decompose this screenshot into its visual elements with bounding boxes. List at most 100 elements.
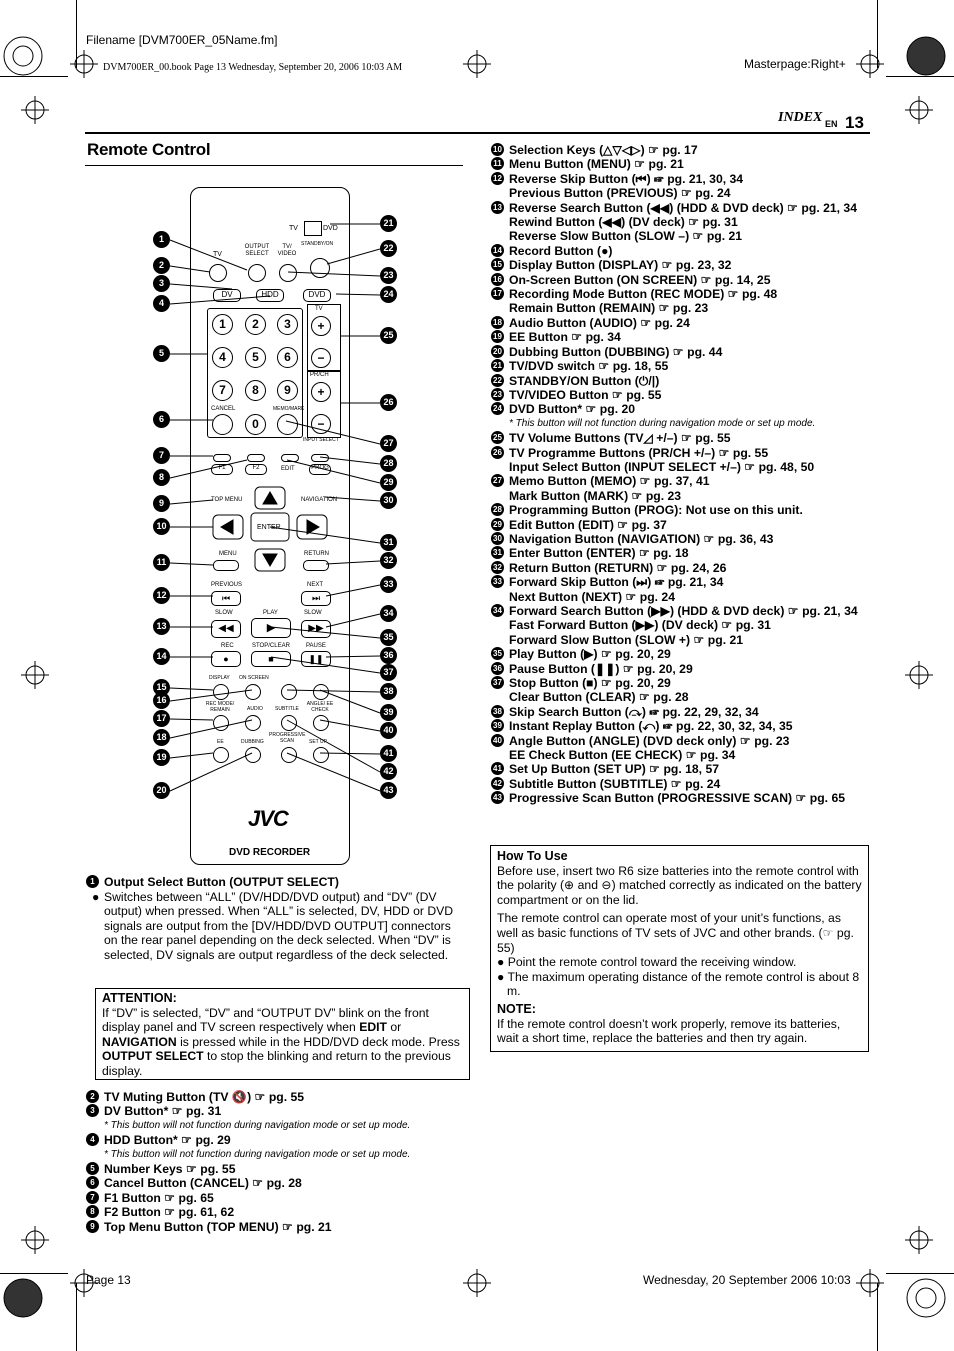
key-1: 1 bbox=[212, 314, 233, 335]
callout-6: 6 bbox=[153, 411, 170, 428]
item-number: 28 bbox=[491, 503, 504, 517]
item-text: EE Button ☞ pg. 34 bbox=[509, 330, 621, 345]
callout-7: 7 bbox=[153, 447, 170, 464]
top-menu-label: TOP MENU bbox=[211, 497, 243, 503]
item-text: HDD Button* ☞ pg. 29 bbox=[104, 1133, 231, 1148]
item-1-number: 1 bbox=[86, 875, 99, 888]
tv-dvd-switch bbox=[304, 221, 322, 236]
instant-replay-button bbox=[313, 684, 329, 700]
angle-label: ANGLE/ EE CHECK bbox=[306, 701, 334, 713]
attention-heading: ATTENTION: bbox=[102, 991, 177, 1005]
item-number: 25 bbox=[491, 431, 504, 445]
callout-28: 28 bbox=[380, 455, 397, 472]
on-screen-button bbox=[245, 684, 261, 700]
progressive-button bbox=[281, 747, 297, 763]
red-button bbox=[213, 454, 231, 462]
callout-40: 40 bbox=[380, 722, 397, 739]
list-item-continuation: Forward Slow Button (SLOW +) ☞ pg. 21 bbox=[509, 632, 744, 647]
audio-button bbox=[245, 715, 261, 731]
item-text: TV Volume Buttons (TV◿ +/–) ☞ pg. 55 bbox=[509, 431, 731, 446]
next-label: NEXT bbox=[307, 582, 324, 588]
item-number: 5 bbox=[86, 1162, 99, 1176]
dvd-button: DVD bbox=[303, 289, 331, 302]
item-number: 19 bbox=[491, 330, 504, 344]
list-item: 25 TV Volume Buttons (TV◿ +/–) ☞ pg. 55 bbox=[491, 431, 867, 445]
callout-22: 22 bbox=[380, 240, 397, 257]
note-text: If the remote control doesn’t work prope… bbox=[497, 1016, 841, 1046]
callout-13: 13 bbox=[153, 618, 170, 635]
edit-label: EDIT bbox=[281, 466, 295, 472]
green-button bbox=[247, 454, 265, 462]
item-text: F1 Button ☞ pg. 65 bbox=[104, 1190, 214, 1205]
key-4: 4 bbox=[212, 347, 233, 368]
item-number: 40 bbox=[491, 733, 504, 747]
yellow-button bbox=[281, 454, 299, 462]
attention-box: ATTENTION: If “DV” is selected, “DV” and… bbox=[95, 988, 470, 1080]
f1-button: F1 bbox=[211, 464, 233, 475]
list-item-continuation: Reverse Slow Button (SLOW –) ☞ pg. 21 bbox=[509, 229, 743, 244]
number-keypad bbox=[207, 308, 303, 438]
next-button: ⏭ bbox=[301, 591, 331, 606]
callout-31: 31 bbox=[380, 534, 397, 551]
list-item-continuation: Rewind Button (◀◀) (DV deck) ☞ pg. 31 bbox=[509, 215, 738, 230]
angle-button bbox=[313, 715, 329, 731]
item-text: Progressive Scan Button (PROGRESSIVE SCA… bbox=[509, 791, 845, 806]
standby-label: STANDBY/ON bbox=[301, 241, 334, 247]
dubbing-label: DUBBING bbox=[241, 739, 264, 745]
attention-t3: is pressed while in the HDD/DVD deck mod… bbox=[176, 1034, 460, 1049]
item-text: Pause Button (❚❚) ☞ pg. 20, 29 bbox=[509, 661, 693, 676]
how-to-use-p1: Before use, insert two R6 size batteries… bbox=[497, 863, 862, 907]
list-item-continuation: Clear Button (CLEAR) ☞ pg. 28 bbox=[509, 690, 689, 705]
item-text: TV Programme Buttons (PR/CH +/–) ☞ pg. 5… bbox=[509, 445, 769, 460]
stop-clear-label: STOP/CLEAR bbox=[252, 643, 290, 649]
output-select-button bbox=[248, 264, 266, 282]
item-number: 15 bbox=[491, 258, 504, 272]
set-up-button bbox=[313, 747, 329, 763]
bullet-icon: ● bbox=[92, 889, 100, 904]
item-text: Audio Button (AUDIO) ☞ pg. 24 bbox=[509, 315, 690, 330]
item-text: Top Menu Button (TOP MENU) ☞ pg. 21 bbox=[104, 1219, 332, 1234]
list-item-continuation: Previous Button (PREVIOUS) ☞ pg. 24 bbox=[509, 186, 731, 201]
item-number: 13 bbox=[491, 200, 504, 214]
previous-label: PREVIOUS bbox=[211, 582, 243, 588]
callout-12: 12 bbox=[153, 587, 170, 604]
volume-down-button: − bbox=[311, 348, 331, 368]
how-to-use-heading: How To Use bbox=[497, 849, 568, 863]
list-item: 40 Angle Button (ANGLE) (DVD deck only) ☞… bbox=[491, 733, 867, 748]
tv-switch-label-left: TV bbox=[289, 225, 298, 232]
display-button bbox=[213, 684, 229, 700]
item-text: Angle Button (ANGLE) (DVD deck only) ☞ p… bbox=[509, 733, 790, 748]
item-number: 24 bbox=[491, 402, 504, 416]
callout-29: 29 bbox=[380, 474, 397, 491]
item-text: DV Button* ☞ pg. 31 bbox=[104, 1104, 222, 1119]
prch-rocker bbox=[307, 370, 341, 438]
list-item: 39 Instant Replay Button (⤺) ☞ pg. 22, 30… bbox=[491, 719, 867, 733]
item-text: Cancel Button (CANCEL) ☞ pg. 28 bbox=[104, 1176, 302, 1191]
item-number: 27 bbox=[491, 474, 504, 488]
tv-mute-button bbox=[209, 264, 227, 282]
item-number: 7 bbox=[86, 1190, 99, 1204]
callout-33: 33 bbox=[380, 576, 397, 593]
item-number: 43 bbox=[491, 791, 504, 805]
item-number: 11 bbox=[491, 157, 504, 171]
tv-volume-rocker bbox=[307, 304, 341, 372]
page-number: 13 bbox=[845, 113, 864, 132]
section-heading: INDEX bbox=[778, 110, 822, 126]
on-screen-label: ON SCREEN bbox=[239, 675, 269, 681]
how-to-use-box: How To Use Before use, insert two R6 siz… bbox=[490, 845, 869, 1052]
item-number: 34 bbox=[491, 604, 504, 617]
skip-search-button bbox=[281, 684, 297, 700]
item-number: 39 bbox=[491, 719, 504, 733]
item-number: 37 bbox=[491, 676, 504, 690]
header-rule bbox=[85, 132, 870, 134]
item-text: Instant Replay Button (⤺) ☞ pg. 22, 30, … bbox=[509, 719, 793, 734]
jvc-logo: JVC bbox=[248, 806, 289, 831]
